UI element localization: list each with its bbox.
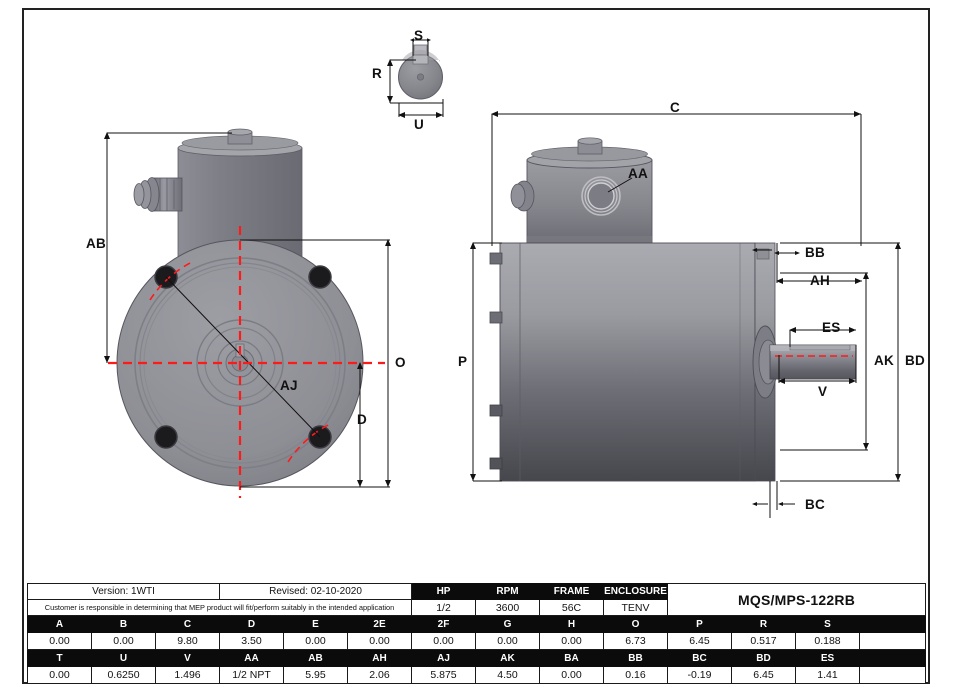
dim-value: 0.00 [283,632,349,650]
value-frame: 56C [539,599,605,616]
version-cell: Version: 1WTI [26,583,221,600]
dim-header: U [91,649,156,667]
model-name: MQS/MPS-122RB [667,583,927,616]
value-rpm: 3600 [475,599,541,616]
dim-header: C [154,615,221,633]
dim-header: E [283,615,349,633]
dim-header: V [154,649,221,667]
dim-value: 0.188 [795,632,861,650]
dim-value: 6.73 [603,632,669,650]
dim-header: S [795,615,861,633]
dim-header: AA [219,649,285,667]
label-ES: ES [822,320,841,335]
dim-header: B [91,615,156,633]
label-AJ: AJ [280,378,298,393]
label-AB: AB [86,236,107,251]
label-BC: BC [805,497,826,512]
label-O: O [395,355,406,370]
table-row-headers-1: A B C D E 2E 2F G H O P R S [27,615,927,633]
dim-header: P [667,615,733,633]
table-row-values-1: 0.00 0.00 9.80 3.50 0.00 0.00 0.00 0.00 … [27,632,927,650]
label-D: D [357,412,368,427]
table-row-values-2: 0.00 0.6250 1.496 1/2 NPT 5.95 2.06 5.87… [27,666,927,684]
dim-header: A [27,615,92,633]
dim-value: 0.00 [27,666,92,684]
dim-value: 0.517 [731,632,797,650]
dim-value: 2.06 [347,666,413,684]
label-P: P [458,354,468,369]
dim-value-blank [859,632,927,650]
dim-value: 0.00 [475,632,541,650]
header-enclosure: ENCLOSURE [603,583,669,600]
label-C: C [670,100,681,115]
side-flange-bolts [489,252,503,470]
dim-value: 6.45 [731,666,797,684]
disclaimer-cell: Customer is responsible in determining t… [26,599,413,616]
dim-header: D [219,615,285,633]
shaft-end-detail-graphic [387,38,444,118]
dim-header: BC [667,649,733,667]
header-rpm: RPM [475,583,541,600]
value-enclosure: TENV [603,599,669,616]
specification-table: Version: 1WTI Revised: 02-10-2020 HP RPM… [26,583,927,684]
dim-value: 0.6250 [91,666,156,684]
dim-header: AB [283,649,349,667]
dim-header: T [27,649,92,667]
label-U: U [414,117,425,132]
dim-value: 5.875 [411,666,477,684]
dim-header-blank [859,649,927,667]
header-hp: HP [411,583,477,600]
dim-value: 0.00 [539,632,605,650]
table-row-titleblock-2: Customer is responsible in determining t… [26,599,926,616]
label-AA: AA [628,166,649,181]
dim-header: BB [603,649,669,667]
header-frame: FRAME [539,583,605,600]
dim-value: 0.00 [91,632,156,650]
label-S: S [414,28,424,43]
dim-header: G [475,615,541,633]
dim-value: 4.50 [475,666,541,684]
label-AK: AK [874,353,895,368]
dim-value: 0.00 [411,632,477,650]
label-BB: BB [805,245,826,260]
revised-cell: Revised: 02-10-2020 [219,583,413,600]
side-view-graphic [470,111,901,518]
label-BD: BD [905,353,926,368]
label-AH: AH [810,273,831,288]
dim-value: 1.41 [795,666,861,684]
table-row-headers-2: T U V AA AB AH AJ AK BA BB BC BD ES [27,649,927,667]
dim-header: ES [795,649,861,667]
dim-value: 0.16 [603,666,669,684]
dim-header: R [731,615,797,633]
dim-header: AJ [411,649,477,667]
dim-value: 3.50 [219,632,285,650]
dim-header: AH [347,649,413,667]
dim-header: O [603,615,669,633]
dim-header: AK [475,649,541,667]
label-V: V [818,384,828,399]
dim-value: 0.00 [347,632,413,650]
conduit-fitting-front [133,177,183,212]
dim-header: 2E [347,615,413,633]
front-view-graphic [104,128,391,498]
dim-header: BA [539,649,605,667]
dim-value: 1.496 [154,666,221,684]
dim-value: 5.95 [283,666,349,684]
dim-value: 9.80 [154,632,221,650]
dim-value: 6.45 [667,632,733,650]
label-R: R [372,66,383,81]
dim-header-blank [859,615,927,633]
dim-header: 2F [411,615,477,633]
dim-value: 0.00 [539,666,605,684]
dim-value: 0.00 [27,632,92,650]
dim-value: -0.19 [667,666,733,684]
dim-header: BD [731,649,797,667]
dim-header: H [539,615,605,633]
value-hp: 1/2 [411,599,477,616]
table-row-titleblock-1: Version: 1WTI Revised: 02-10-2020 HP RPM… [26,583,927,616]
dim-value-blank [859,666,927,684]
dim-value: 1/2 NPT [219,666,285,684]
